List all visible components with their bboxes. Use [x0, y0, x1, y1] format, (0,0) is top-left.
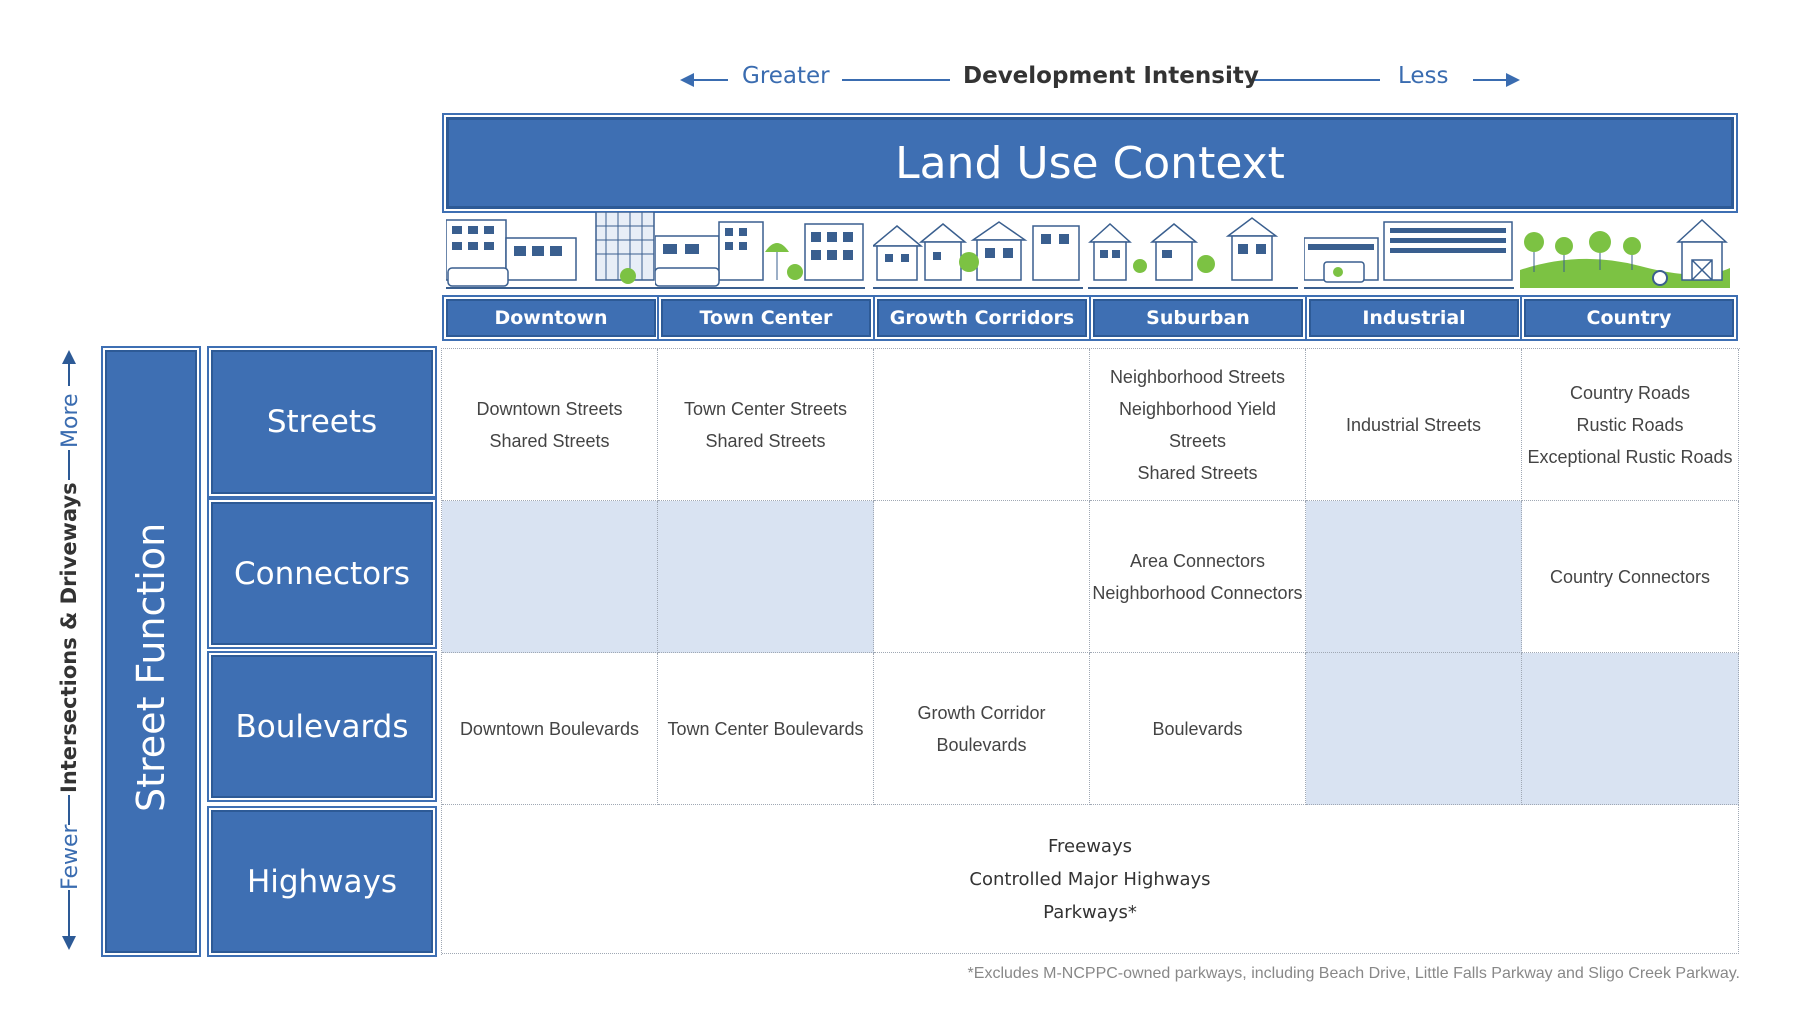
- arrow-up-icon: [62, 350, 76, 364]
- cell-text: Neighborhood Connectors: [1092, 582, 1303, 603]
- cell-text: Exceptional Rustic Roads: [1527, 446, 1733, 467]
- row-tab-streets: Streets: [211, 350, 433, 494]
- cell-streets-industrial: Industrial Streets: [1306, 349, 1522, 501]
- street-function-banner: Street Function: [105, 350, 197, 953]
- cell-text: Boulevards: [1152, 718, 1243, 739]
- cell-text: Area Connectors: [1129, 550, 1266, 571]
- more-label: More: [58, 393, 83, 448]
- suburban-illustration: [1088, 217, 1298, 289]
- row-tab-connectors: Connectors: [211, 502, 433, 645]
- context-tab-downtown: Downtown: [446, 299, 656, 337]
- cell-connectors-suburban: Area Connectors Neighborhood Connectors: [1090, 501, 1306, 653]
- intersections-driveways-label: Intersections & Driveways: [57, 482, 81, 793]
- cell-boulevards-industrial: [1306, 653, 1522, 805]
- intensity-arrow-lines: [680, 73, 1520, 87]
- cell-connectors-industrial: [1306, 501, 1522, 653]
- town-center-illustration: [655, 221, 865, 289]
- greater-label: Greater: [742, 63, 830, 89]
- land-use-context-banner: Land Use Context: [446, 117, 1734, 209]
- cell-streets-downtown: Downtown Streets Shared Streets: [442, 349, 658, 501]
- cell-text: Downtown Boulevards: [459, 718, 640, 739]
- cell-text: Country Roads: [1569, 382, 1691, 403]
- arrow-left-icon: [680, 73, 694, 87]
- cell-text: Shared Streets: [705, 430, 826, 451]
- row-tab-highways: Highways: [211, 810, 433, 953]
- cell-streets-country: Country Roads Rustic Roads Exceptional R…: [1522, 349, 1739, 501]
- cell-connectors-growth-corridors: [874, 501, 1090, 653]
- cell-boulevards-suburban: Boulevards: [1090, 653, 1306, 805]
- cell-boulevards-country: [1522, 653, 1739, 805]
- arrow-right-icon: [1506, 73, 1520, 87]
- growth-corridors-illustration: [873, 221, 1083, 289]
- context-tab-suburban: Suburban: [1093, 299, 1303, 337]
- cell-connectors-downtown: [442, 501, 658, 653]
- cell-text: Industrial Streets: [1345, 414, 1482, 435]
- cell-text: Town Center Boulevards: [667, 718, 864, 739]
- context-tab-country: Country: [1524, 299, 1734, 337]
- cell-text: Rustic Roads: [1576, 414, 1684, 435]
- cell-text: Boulevards: [936, 734, 1027, 755]
- downtown-illustration: [446, 212, 656, 289]
- cell-connectors-town-center: [658, 501, 874, 653]
- cell-text: Country Connectors: [1549, 566, 1711, 587]
- row-tab-boulevards: Boulevards: [211, 655, 433, 798]
- cell-boulevards-downtown: Downtown Boulevards: [442, 653, 658, 805]
- cell-text: Shared Streets: [489, 430, 610, 451]
- cell-text: Town Center Streets: [683, 398, 848, 419]
- cell-streets-town-center: Town Center Streets Shared Streets: [658, 349, 874, 501]
- vertical-axis-arrow: [62, 350, 76, 950]
- cell-text: Shared Streets: [1137, 462, 1258, 483]
- cell-connectors-country: Country Connectors: [1522, 501, 1739, 653]
- context-tab-growth-corridors: Growth Corridors: [877, 299, 1087, 337]
- footnote: *Excludes M-NCPPC-owned parkways, includ…: [967, 965, 1740, 982]
- cell-streets-growth-corridors: [874, 349, 1090, 501]
- cell-text: Growth Corridor: [917, 702, 1046, 723]
- context-tab-industrial: Industrial: [1309, 299, 1519, 337]
- cell-streets-suburban: Neighborhood Streets Neighborhood Yield …: [1090, 349, 1306, 501]
- cell-text: Parkways*: [1043, 901, 1137, 923]
- street-function-title: Street Function: [129, 522, 173, 812]
- less-label: Less: [1398, 63, 1449, 89]
- development-intensity-scale: Greater Development Intensity Less: [680, 58, 1520, 98]
- cell-highways-all-contexts: Freeways Controlled Major Highways Parkw…: [442, 805, 1739, 954]
- cell-text: Neighborhood Streets: [1109, 366, 1286, 387]
- country-illustration: [1520, 218, 1730, 288]
- intensity-title: Development Intensity: [963, 63, 1259, 89]
- industrial-illustration: [1304, 221, 1514, 289]
- cell-boulevards-growth-corridors: Growth Corridor Boulevards: [874, 653, 1090, 805]
- context-tab-town-center: Town Center: [661, 299, 871, 337]
- cell-boulevards-town-center: Town Center Boulevards: [658, 653, 874, 805]
- intersections-driveways-axis: More Intersections & Driveways Fewer: [50, 350, 90, 950]
- cell-text: Neighborhood Yield Streets: [1118, 398, 1277, 451]
- cell-text: Controlled Major Highways: [969, 868, 1211, 890]
- street-type-matrix: Downtown Streets Shared Streets Town Cen…: [441, 348, 1740, 955]
- cell-text: Downtown Streets: [476, 398, 623, 419]
- cell-text: Freeways: [1048, 835, 1132, 857]
- arrow-down-icon: [62, 936, 76, 950]
- fewer-label: Fewer: [58, 824, 83, 890]
